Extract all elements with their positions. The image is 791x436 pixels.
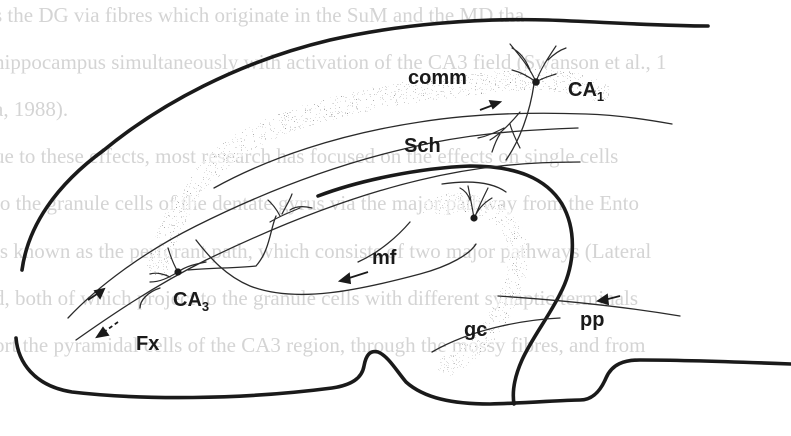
- label-gc: gc: [464, 319, 487, 341]
- background-text-line: d, both of which project to the granule …: [0, 286, 638, 310]
- background-text-line: is known as the perforant path, which co…: [0, 239, 651, 263]
- label-fx: Fx: [136, 333, 159, 355]
- arrow-icon: [340, 272, 368, 283]
- background-text-line: hippocampus simultaneously with activati…: [0, 50, 666, 74]
- label-ca3-sub: 3: [202, 299, 209, 314]
- label-comm: comm: [408, 67, 467, 89]
- label-pp: pp: [580, 309, 604, 331]
- label-mf: mf: [372, 247, 397, 269]
- background-text: s the DG via fibres which originate in t…: [0, 3, 666, 357]
- label-ca1-main: CA: [568, 79, 597, 101]
- label-ca3-main: CA: [173, 289, 202, 311]
- background-text-line: a, 1988).: [0, 97, 68, 121]
- label-ca1-sub: 1: [597, 89, 604, 104]
- arrow-icon: [480, 101, 500, 110]
- label-sch: Sch: [404, 135, 441, 157]
